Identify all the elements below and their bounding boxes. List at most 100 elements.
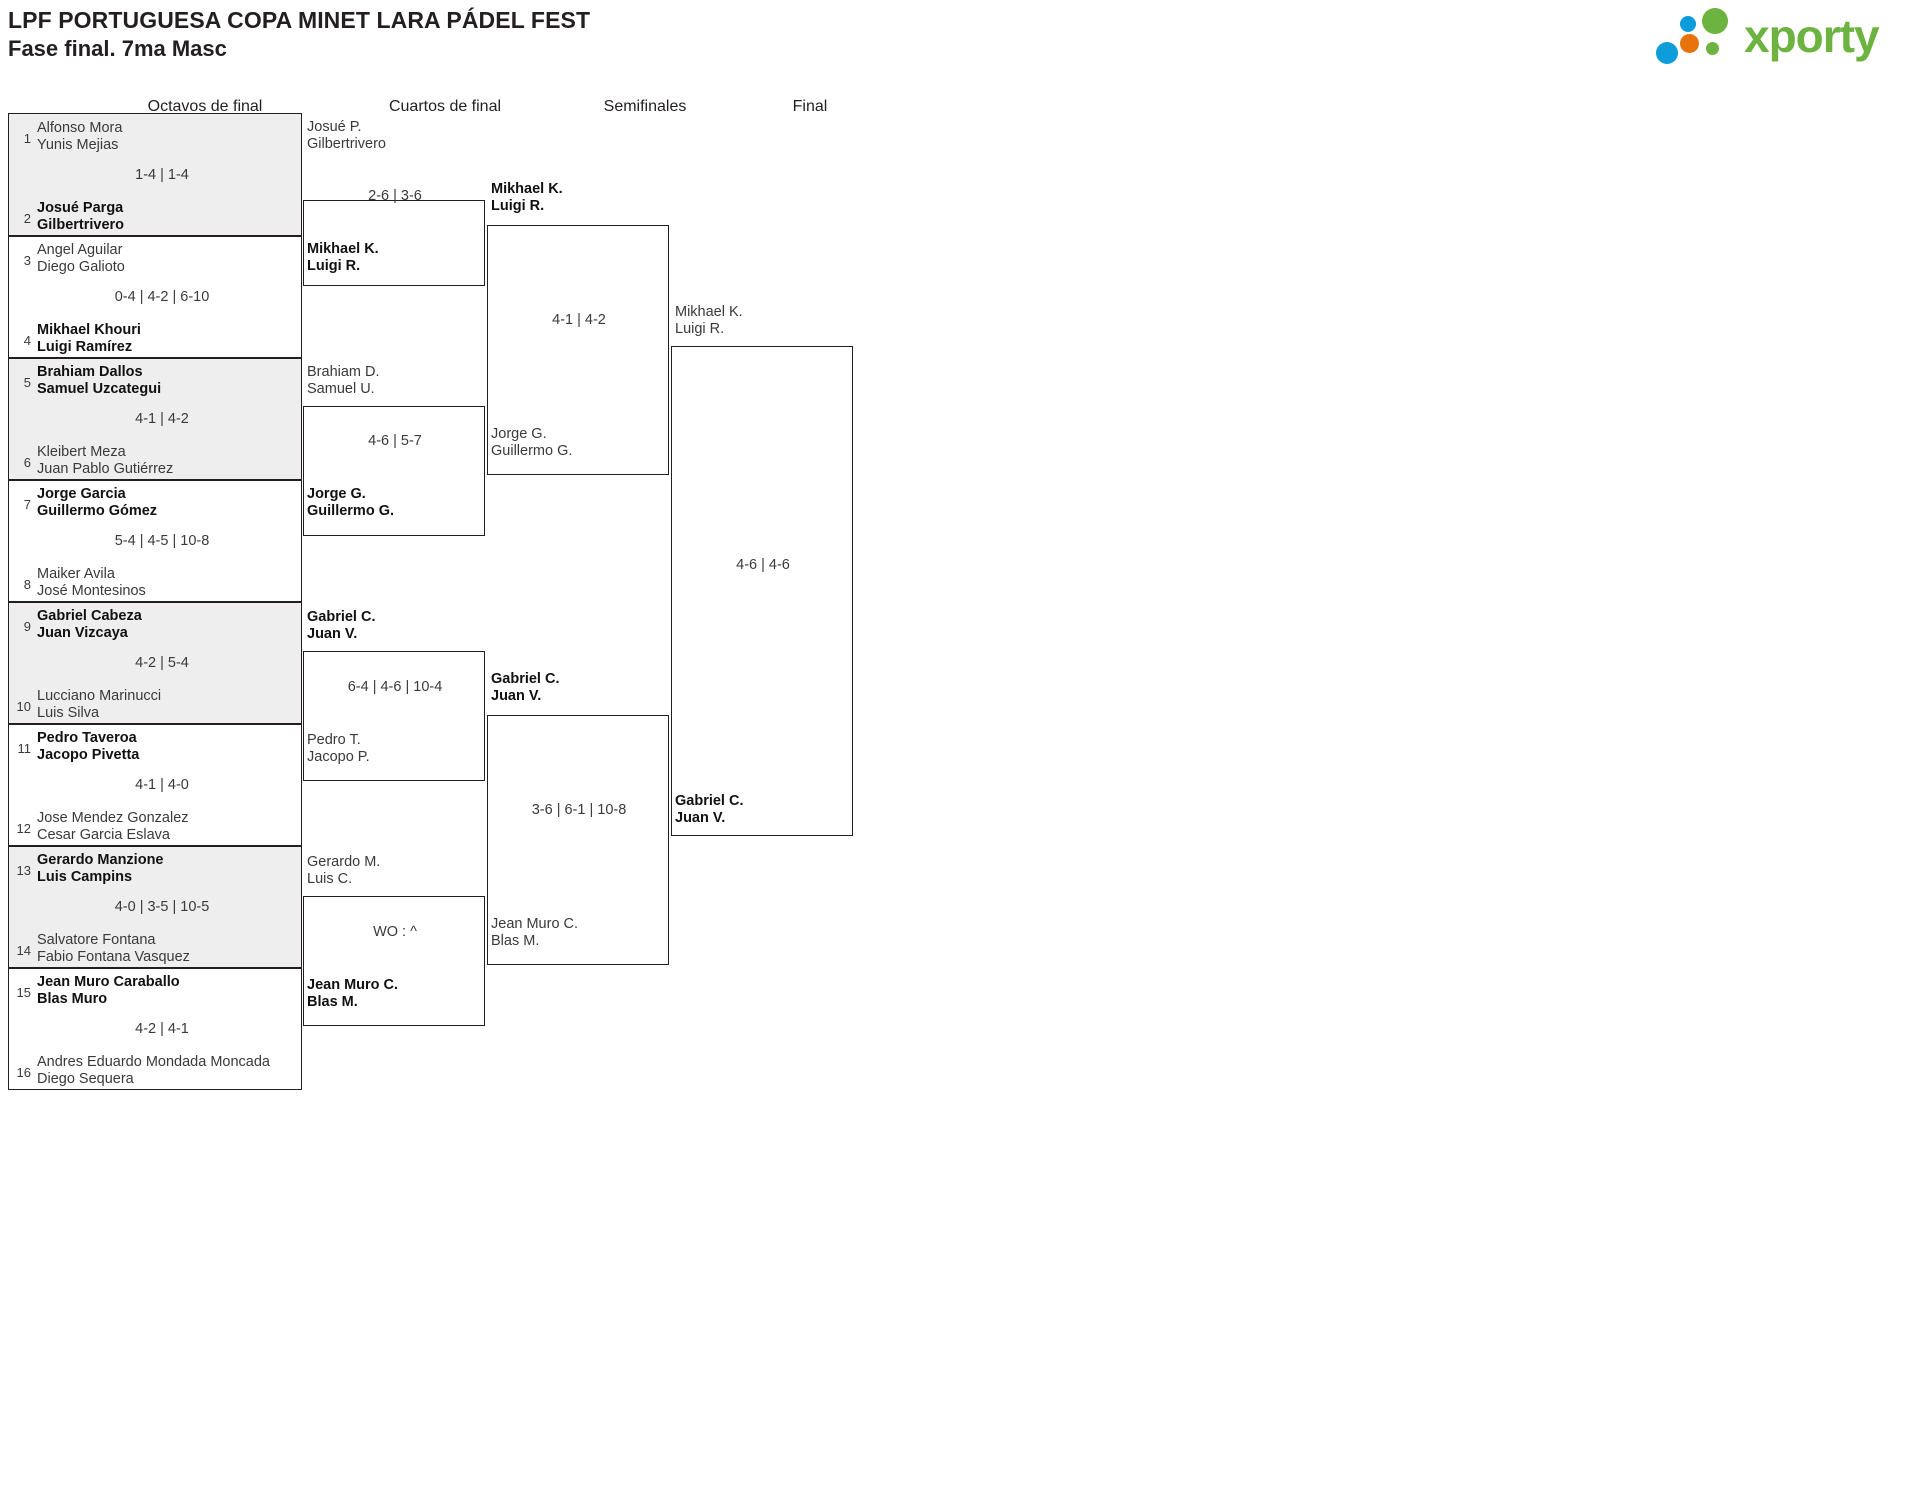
match-score: 4-0 | 3-5 | 10-5 xyxy=(114,899,210,915)
team-player-2: Samuel U. xyxy=(307,381,375,397)
team-player-1: Alfonso Mora xyxy=(37,120,123,136)
team-player-1: Gerardo M. xyxy=(307,854,381,870)
round-header-octavos: Octavos de final xyxy=(147,98,263,115)
seed-number: 14 xyxy=(16,943,31,958)
team-player-1: Gerardo Manzione xyxy=(37,852,164,868)
seed-number: 15 xyxy=(16,985,31,1000)
team-player-2: Luigi R. xyxy=(491,198,545,214)
seed-number: 3 xyxy=(23,253,31,268)
team-player-2: Samuel Uzcategui xyxy=(37,381,162,397)
team-player-1: Pedro Taveroa xyxy=(37,730,137,746)
team-player-2: Luigi Ramírez xyxy=(37,339,133,355)
team-player-1: Gabriel C. xyxy=(307,609,376,625)
team-player-1: Mikhael K. xyxy=(307,241,379,257)
team-player-2: Diego Galioto xyxy=(37,259,125,275)
seed-number: 5 xyxy=(23,375,31,390)
match-score: 0-4 | 4-2 | 6-10 xyxy=(114,289,210,305)
seed-number: 16 xyxy=(16,1065,31,1080)
team-player-2: José Montesinos xyxy=(37,583,146,599)
team-player-1: Salvatore Fontana xyxy=(37,932,156,948)
team-player-1: Gabriel C. xyxy=(675,793,744,809)
team-player-2: Juan V. xyxy=(675,810,726,826)
logo-dot-green-large-icon xyxy=(1702,8,1728,34)
team-player-2: Luis Silva xyxy=(37,705,100,721)
match-score: 2-6 | 3-6 xyxy=(368,188,422,204)
team-player-1: Josué P. xyxy=(307,119,362,135)
team-player-2: Blas M. xyxy=(307,994,358,1010)
seed-number: 1 xyxy=(23,131,31,146)
team-player-1: Gabriel C. xyxy=(491,671,560,687)
r3-match-1-box[interactable] xyxy=(487,225,669,475)
r1-match-7[interactable]: 13 Gerardo Manzione Luis Campins 4-0 | 3… xyxy=(8,846,302,968)
r1-match-4[interactable]: 7 Jorge Garcia Guillermo Gómez 5-4 | 4-5… xyxy=(8,480,302,602)
team-player-2: Luigi R. xyxy=(307,258,361,274)
team-player-2: Luigi R. xyxy=(675,321,725,337)
tournament-phase: Fase final. 7ma Masc xyxy=(8,36,227,61)
team-player-2: Guillermo Gómez xyxy=(37,503,158,519)
r1-match-3[interactable]: 5 Brahiam Dallos Samuel Uzcategui 4-1 | … xyxy=(8,358,302,480)
round-header-cuartos: Cuartos de final xyxy=(388,98,502,115)
team-player-1: Jean Muro C. xyxy=(307,977,399,993)
team-player-2: Gilbertrivero xyxy=(307,136,386,152)
logo-dot-orange-icon xyxy=(1680,34,1699,53)
r1-match-5[interactable]: 9 Gabriel Cabeza Juan Vizcaya 4-2 | 5-4 … xyxy=(8,602,302,724)
logo-dot-blue-large-icon xyxy=(1656,42,1678,64)
team-player-1: Jorge G. xyxy=(491,426,547,442)
r2-match-4-box[interactable] xyxy=(303,896,485,1026)
team-player-1: Josué Parga xyxy=(37,200,124,216)
match-score: 5-4 | 4-5 | 10-8 xyxy=(114,533,210,549)
round-header-final: Final xyxy=(792,98,828,115)
team-player-1: Maiker Avila xyxy=(37,566,115,582)
logo-dot-blue-small-icon xyxy=(1680,16,1696,32)
r4-final-box[interactable] xyxy=(671,346,853,836)
team-player-1: Jorge Garcia xyxy=(37,486,126,502)
team-player-2: Guillermo G. xyxy=(491,443,573,459)
match-score: 4-1 | 4-2 xyxy=(135,411,189,427)
match-score: 4-6 | 5-7 xyxy=(368,433,422,449)
team-player-1: Lucciano Marinucci xyxy=(37,688,162,704)
r2-match-1-box[interactable] xyxy=(303,200,485,286)
match-score: 3-6 | 6-1 | 10-8 xyxy=(531,802,627,818)
r3-match-2-box[interactable] xyxy=(487,715,669,965)
team-player-1: Mikhael Khouri xyxy=(37,322,141,338)
seed-number: 11 xyxy=(17,741,32,756)
team-player-1: Jorge G. xyxy=(307,486,366,502)
match-score: 4-1 | 4-0 xyxy=(135,777,189,793)
team-player-2: Jacopo P. xyxy=(307,749,370,765)
team-player-1: Angel Aguilar xyxy=(37,242,123,258)
team-player-1: Gabriel Cabeza xyxy=(37,608,142,624)
r2-match-3-box[interactable] xyxy=(303,651,485,781)
seed-number: 9 xyxy=(23,619,31,634)
team-player-2: Juan Pablo Gutiérrez xyxy=(37,461,174,477)
seed-number: 4 xyxy=(23,333,31,348)
tournament-name: LPF PORTUGUESA COPA MINET LARA PÁDEL FES… xyxy=(8,7,591,33)
match-score: 1-4 | 1-4 xyxy=(135,167,189,183)
team-player-1: Jose Mendez Gonzalez xyxy=(37,810,189,826)
team-player-1: Kleibert Meza xyxy=(37,444,126,460)
r1-match-1[interactable]: 1 Alfonso Mora Yunis Mejias 1-4 | 1-4 2 … xyxy=(8,113,302,236)
match-score: 6-4 | 4-6 | 10-4 xyxy=(347,679,443,695)
team-player-2: Yunis Mejias xyxy=(37,137,119,153)
team-player-1: Brahiam D. xyxy=(307,364,380,380)
match-score: 4-1 | 4-2 xyxy=(552,312,606,328)
r1-match-8[interactable]: 15 Jean Muro Caraballo Blas Muro 4-2 | 4… xyxy=(8,968,302,1090)
page-title: LPF PORTUGUESA COPA MINET LARA PÁDEL FES… xyxy=(8,6,1108,63)
seed-number: 10 xyxy=(16,699,31,714)
team-player-2: Diego Sequera xyxy=(37,1071,134,1087)
team-player-2: Blas Muro xyxy=(37,991,108,1007)
logo-dot-green-small-icon xyxy=(1706,42,1719,55)
team-player-2: Juan V. xyxy=(491,688,542,704)
r2-match-2-box[interactable] xyxy=(303,406,485,536)
logo-wordmark: xporty xyxy=(1744,10,1880,62)
team-player-2: Gilbertrivero xyxy=(37,217,125,233)
match-score: WO : ^ xyxy=(373,924,417,940)
match-score: 4-2 | 4-1 xyxy=(135,1021,189,1037)
match-score: 4-6 | 4-6 xyxy=(736,557,790,573)
team-player-2: Luis Campins xyxy=(37,869,133,885)
r1-match-2[interactable]: 3 Angel Aguilar Diego Galioto 0-4 | 4-2 … xyxy=(8,236,302,358)
team-player-2: Jacopo Pivetta xyxy=(37,747,140,763)
team-player-1: Jean Muro C. xyxy=(491,916,579,932)
r1-match-6[interactable]: 11 Pedro Taveroa Jacopo Pivetta 4-1 | 4-… xyxy=(8,724,302,846)
xporty-logo: xporty xyxy=(1652,8,1902,64)
